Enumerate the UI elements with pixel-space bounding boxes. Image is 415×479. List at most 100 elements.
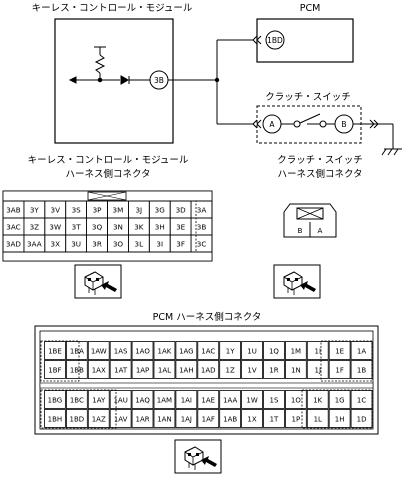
connector-pin-label: 3L xyxy=(135,240,144,249)
pcm-pin-label: 1L xyxy=(314,416,322,424)
pcm-terminal-1bd xyxy=(265,30,285,50)
pcm-pin-cell xyxy=(197,409,220,428)
pcm-pin-cell xyxy=(241,409,263,428)
switch-contact xyxy=(281,113,335,128)
splice-point xyxy=(214,77,220,83)
pcm-pin-cell xyxy=(44,409,66,428)
connector-pin-label: 3S xyxy=(72,206,82,215)
pcm-pin-label: 1AB xyxy=(223,416,237,424)
pcm-pin-label: 1J xyxy=(314,367,321,375)
pcm-pin-cell xyxy=(241,341,263,360)
pcm-pin-cell xyxy=(175,360,198,379)
pcm-pin-cell xyxy=(241,360,263,379)
pcm-pin-label: 1Q xyxy=(269,348,279,356)
connector-view-icon xyxy=(174,439,222,474)
pcm-pin-label: 1BC xyxy=(70,397,84,405)
pcm-pin-label: 1C xyxy=(357,397,366,405)
pcm-pin-label: 1AG xyxy=(179,348,194,356)
connector-pin-label: 3AB xyxy=(6,206,20,215)
pcm-pin-cell xyxy=(44,360,66,379)
pcm-pin-cell xyxy=(109,390,132,409)
connector-pin-label: 3G xyxy=(155,206,165,215)
pcm-pin-label: 1AJ xyxy=(181,416,192,424)
pcm-pin-label: 1X xyxy=(247,416,256,424)
connector-pin-cell xyxy=(190,234,213,253)
pcm-pin-cell xyxy=(44,341,66,360)
pcm-pin-cell xyxy=(350,341,373,360)
pcm-pin-label: 1I xyxy=(314,348,321,356)
pcm-pin-label: 1P xyxy=(292,416,301,424)
connector-pin-label: 3I xyxy=(156,240,163,249)
pcm-pin-cell xyxy=(153,390,176,409)
pcm-pin-label: 1D xyxy=(357,416,367,424)
pcm-pin-cell xyxy=(219,390,241,409)
pcm-pin-label: 1O xyxy=(291,397,301,405)
pcm-pin-cell xyxy=(153,360,176,379)
pcm-pin-cell xyxy=(263,390,285,409)
pcm-pin-label: 1AV xyxy=(114,416,128,424)
connector-pin-label: 3Q xyxy=(92,223,103,232)
pcm-pin-cell xyxy=(197,390,220,409)
pcm-pin-label: 1H xyxy=(335,416,345,424)
pcm-connector-chevron xyxy=(252,35,262,45)
pcm-pin-cell xyxy=(284,409,307,428)
clutch-connector-title-1: クラッチ・スイッチ xyxy=(277,155,363,166)
pcm-pin-cell xyxy=(87,360,110,379)
connector-pin-label: 3T xyxy=(72,223,82,232)
pcm-pin-cell xyxy=(66,390,88,409)
pcm-pin-label: 1AF xyxy=(202,416,215,424)
pcm-pin-label: 1AX xyxy=(92,367,106,375)
clutch-pin-b: B xyxy=(298,226,303,235)
pcm-pin-label: 1B xyxy=(357,367,366,375)
connector-pin-label: 3W xyxy=(49,223,61,232)
pcm-pin-cell xyxy=(306,341,329,360)
pcm-pin-label: 1K xyxy=(313,397,322,405)
keyless-connector-title-1: キーレス・コントロール・モジュール xyxy=(28,155,189,166)
pcm-pin-cell xyxy=(306,390,329,409)
connector-pin-label: 3AD xyxy=(6,240,21,249)
pcm-pin-label: 1M xyxy=(291,348,302,356)
pcm-pin-cell xyxy=(263,409,285,428)
pcm-pin-label: 1AS xyxy=(114,348,128,356)
connector-pin-label: 3Z xyxy=(30,223,40,232)
connector-view-icon xyxy=(273,264,321,299)
pcm-pin-label: 1E xyxy=(335,348,344,356)
pcm-pin-label: 1S xyxy=(269,397,278,405)
pcm-pin-cell xyxy=(87,390,110,409)
connector-pin-label: 3O xyxy=(113,240,124,249)
pcm-pin-cell xyxy=(109,360,132,379)
pcm-pin-label: 1AK xyxy=(158,348,172,356)
pcm-pin-label: 1AR xyxy=(135,416,149,424)
pcm-pin-cell xyxy=(350,390,373,409)
pcm-pin-cell xyxy=(197,341,220,360)
pcm-pin-label: 1G xyxy=(335,397,345,405)
connector-pin-label: 3E xyxy=(176,223,186,232)
pcm-pin-label: 1AQ xyxy=(135,397,150,405)
keyless-module-title: キーレス・コントロール・モジュール xyxy=(32,3,193,14)
connector-pin-label: 3J xyxy=(135,206,142,215)
pcm-pin-cell xyxy=(328,409,351,428)
pcm-pin-cell xyxy=(350,409,373,428)
pcm-pin-label: 1Z xyxy=(226,367,235,375)
connector-pin-label: 3H xyxy=(155,223,165,232)
clutch-pin-a: A xyxy=(318,226,323,235)
pcm-pin-cell xyxy=(153,409,176,428)
pcm-pin-cell xyxy=(66,360,88,379)
clutch-connector-title-2: ハーネス側コネクタ xyxy=(277,168,362,180)
connector-pin-label: 3U xyxy=(71,240,81,249)
pcm-pin-cell xyxy=(241,390,263,409)
pcm-pin-cell xyxy=(66,409,88,428)
pcm-pin-cell xyxy=(306,360,329,379)
pcm-pin-cell xyxy=(87,341,110,360)
pcm-pin-cell xyxy=(175,341,198,360)
connector-pin-label: 3B xyxy=(197,223,207,232)
connector-pin-label: 3V xyxy=(51,206,61,215)
pcm-pin-label: 1V xyxy=(247,367,256,375)
pcm-pin-label: 1AO xyxy=(135,348,150,356)
pcm-pin-label: 1AP xyxy=(136,367,149,375)
pcm-pin-label: 1AC xyxy=(201,348,215,356)
pcm-pin-label: 1AT xyxy=(114,367,128,375)
connector-pin-label: 3F xyxy=(176,240,185,249)
clutch-connector-chevrons xyxy=(252,119,379,129)
